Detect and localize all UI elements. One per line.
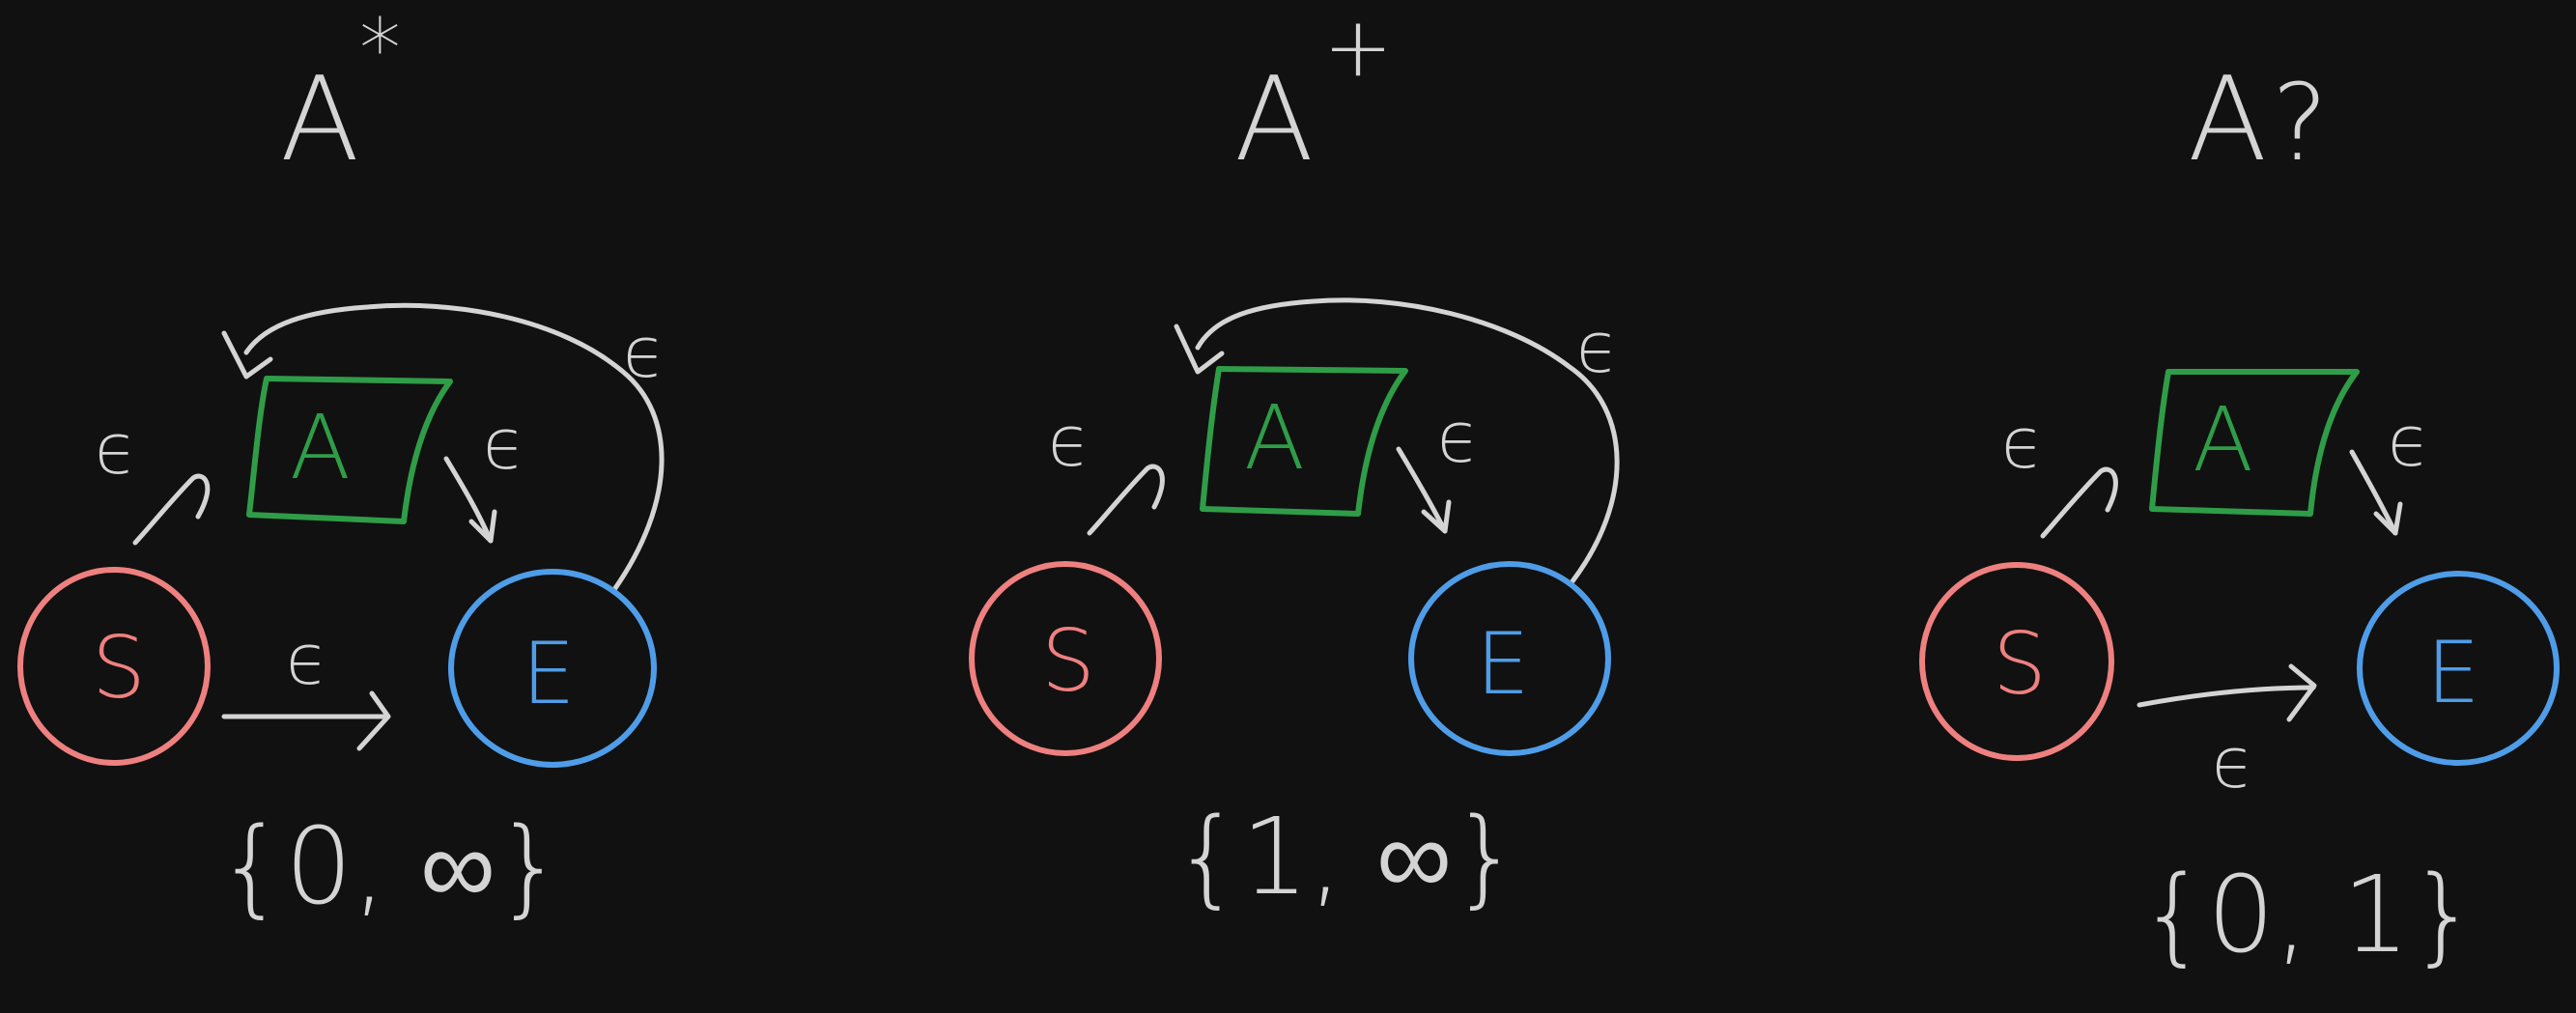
loop-back-arrow: [243, 302, 665, 594]
eps-in-label: ϵ: [1048, 401, 1090, 482]
range-label: {1, ∞}: [1174, 795, 1519, 918]
panel-optional: A ? A ϵ ϵ S E ϵ {0, 1}: [1919, 53, 2560, 976]
eps-out-arrow: [2349, 449, 2398, 536]
end-state-label: E: [522, 624, 576, 723]
eps-loop-label: ϵ: [1576, 307, 1619, 388]
start-state-label: S: [92, 618, 146, 718]
eps-out-label: ϵ: [2388, 401, 2430, 482]
eps-in-label: ϵ: [95, 408, 137, 490]
eps-out-arrow: [443, 456, 494, 544]
eps-skip-arrowhead: [2286, 663, 2317, 722]
title-plus-base: A: [1234, 53, 1314, 187]
eps-out-arrowhead: [468, 509, 497, 544]
eps-out-arrowhead: [2373, 501, 2403, 536]
subexpr-box: [246, 376, 453, 524]
eps-out-arrowhead: [1421, 499, 1452, 534]
eps-in-arrow: [132, 473, 211, 546]
title-optional-base: A: [2188, 53, 2267, 187]
eps-out-arrow: [1396, 446, 1448, 534]
subexpr-box-label: A: [2193, 388, 2253, 492]
eps-skip-arrow: [2137, 685, 2316, 708]
eps-in-label: ϵ: [2001, 403, 2044, 484]
eps-out-label: ϵ: [1437, 397, 1480, 478]
title-star-sup: *: [359, 1, 401, 98]
panel-plus: A + ϵ A ϵ ϵ S E {1, ∞}: [969, 0, 1620, 918]
title-plus-sup: +: [1323, 0, 1393, 96]
title-optional-sup: ?: [2272, 61, 2328, 184]
end-state: [2357, 571, 2560, 766]
range-label: {0, 1}: [2139, 853, 2477, 976]
start-state: [969, 561, 1162, 756]
eps-in-arrow: [2040, 466, 2118, 539]
loop-back-arrow: [1195, 297, 1620, 584]
subexpr-box-label: A: [1244, 386, 1305, 490]
loop-back-arrowhead: [1174, 324, 1225, 375]
eps-loop-label: ϵ: [623, 312, 665, 393]
end-state: [448, 569, 657, 768]
start-state-label: S: [1993, 614, 2047, 714]
start-state-label: S: [1041, 611, 1095, 711]
subexpr-box: [2149, 369, 2360, 517]
end-state-label: E: [1476, 614, 1530, 714]
panel-star: A * ϵ A ϵ ϵ S E ϵ {0, ∞}: [17, 1, 665, 928]
subexpr-box-label: A: [290, 396, 351, 499]
loop-back-arrowhead: [221, 330, 273, 380]
start-state: [1919, 562, 2114, 761]
subexpr-box: [1200, 366, 1408, 517]
eps-in-arrow: [1087, 464, 1165, 536]
eps-out-label: ϵ: [483, 404, 525, 485]
range-label: {0, ∞}: [217, 804, 563, 928]
start-state: [17, 567, 211, 766]
end-state-label: E: [2426, 623, 2480, 722]
eps-skip-label: ϵ: [2212, 722, 2254, 803]
title-star-base: A: [280, 53, 359, 187]
eps-skip-arrowhead: [356, 690, 391, 751]
end-state: [1408, 561, 1611, 756]
eps-skip-label: ϵ: [286, 619, 328, 700]
